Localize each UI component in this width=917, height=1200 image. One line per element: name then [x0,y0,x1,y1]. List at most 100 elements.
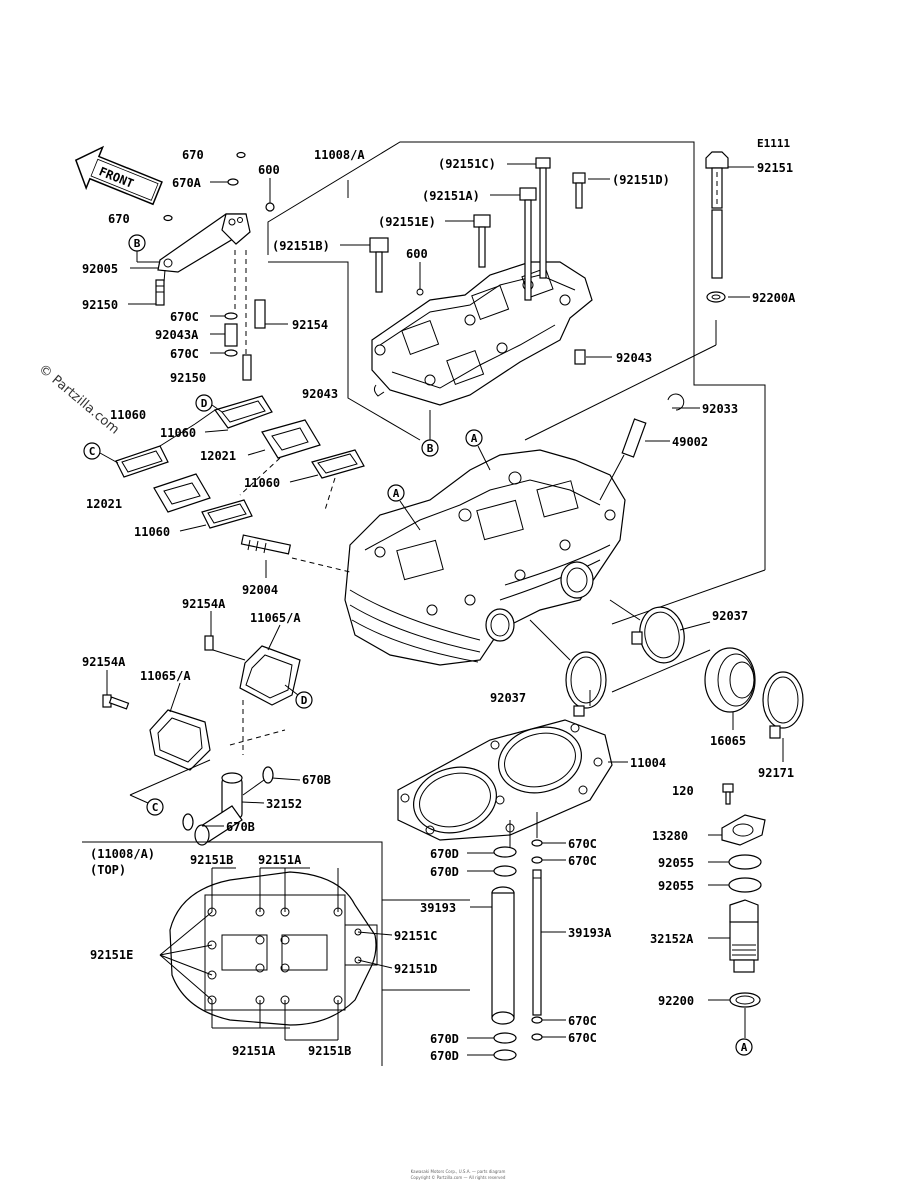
label-92200A: 92200A [752,291,796,305]
svg-text:C: C [152,801,159,814]
label-92150-a: 92150 [82,298,118,312]
svg-text:A: A [471,432,478,445]
label-92037-b: 92037 [490,691,526,705]
label-92055-b: 92055 [658,879,694,893]
head-gasket-11004 [397,719,613,841]
label-92151B-paren: (92151B) [272,239,330,253]
label-92151E-paren: (92151E) [378,215,436,229]
cylinder-head-cover [369,157,593,406]
svg-text:B: B [134,237,141,250]
label-670C-a: 670C [170,310,199,324]
label-670C-f: 670C [568,1031,597,1045]
footer-line-2: Copyright © Partzilla.com — All rights r… [411,1175,506,1180]
diagram-code: E1111 [757,137,790,150]
label-32152: 32152 [266,797,302,811]
inset-label-92151A-top: 92151A [258,853,302,867]
label-12021-b: 12021 [86,497,122,511]
label-49002: 49002 [672,435,708,449]
front-arrow-icon: FRONT [74,145,163,206]
cylinder-head [344,393,685,666]
inset-label-92151B-bottom: 92151B [308,1044,351,1058]
svg-text:C: C [89,445,96,458]
label-92043-a: 92043 [616,351,652,365]
label-39193: 39193 [420,901,456,915]
inset-label-92151C: 92151C [394,929,437,943]
label-11060-a: 11060 [110,408,146,422]
label-92151A-paren: (92151A) [422,189,480,203]
pin-92004 [240,534,351,573]
label-670-a: 670 [182,148,204,162]
label-16065: 16065 [710,734,746,748]
label-92037-a: 92037 [712,609,748,623]
callout-b-top: B [128,234,146,252]
svg-text:A: A [741,1041,748,1054]
label-600-a: 600 [258,163,280,177]
svg-text:D: D [201,397,208,410]
label-600-b: 600 [406,247,428,261]
svg-text:B: B [427,442,434,455]
inset-top-view: (11008/A) (TOP) [82,841,470,1066]
label-11060-b: 11060 [160,426,196,440]
inset-label-92151A-bottom: 92151A [232,1044,276,1058]
label-92033: 92033 [702,402,738,416]
label-92004: 92004 [242,583,278,597]
label-32152A: 32152A [650,932,694,946]
label-92055-a: 92055 [658,856,694,870]
callout-c-2: C [146,798,164,816]
label-670-b: 670 [108,212,130,226]
label-92005: 92005 [82,262,118,276]
callout-d-2: D [295,691,313,709]
label-39193A: 39193A [568,926,612,940]
callout-c-1: C [83,442,101,460]
inset-label-92151D: 92151D [394,962,437,976]
label-92200: 92200 [658,994,694,1008]
joint-32152 [182,766,274,846]
label-11004: 11004 [630,756,666,770]
inset-label-92151E: 92151E [90,948,133,962]
label-670C-e: 670C [568,1014,597,1028]
label-92154: 92154 [292,318,328,332]
callout-a-2: A [387,484,405,502]
label-11065A-a: 11065/A [250,611,301,625]
oil-tubes [491,812,543,1061]
watermark: © Partzilla.com [35,362,121,438]
label-11060-c: 11060 [244,476,280,490]
label-92043-b: 92043 [302,387,338,401]
svg-text:A: A [393,487,400,500]
label-92154A-a: 92154A [182,597,226,611]
footer-line-1: Kawasaki Motors Corp., U.S.A. — parts di… [411,1169,506,1174]
label-670C-b: 670C [170,347,199,361]
intake-clamps [529,599,804,739]
inset-subtitle: (TOP) [90,863,126,877]
label-670C-c: 670C [568,837,597,851]
label-11065A-b: 11065/A [140,669,191,683]
breather-assembly [155,151,275,381]
reed-valve-assembly [115,395,365,529]
label-92043A: 92043A [155,328,199,342]
label-92150-b: 92150 [170,371,206,385]
label-92171: 92171 [758,766,794,780]
callout-a-1: A [465,429,483,447]
label-670D-a: 670D [430,847,459,861]
callout-a-3: A [735,1038,753,1056]
bolt-92151 [705,151,729,303]
label-670C-d: 670C [568,854,597,868]
label-670D-b: 670D [430,865,459,879]
label-92151C-paren: (92151C) [438,157,496,171]
label-120: 120 [672,784,694,798]
label-92154A-b: 92154A [82,655,126,669]
label-11008A: 11008/A [314,148,365,162]
label-670D-d: 670D [430,1049,459,1063]
label-670B-a: 670B [302,773,331,787]
part-labels: 670 670A 600 670 92005 92150 670C 92043A… [82,148,796,1063]
bracket-11008A [267,141,766,570]
bracket-11008A-lower [268,261,421,441]
inset-label-92151B-top: 92151B [190,853,233,867]
label-92151: 92151 [757,161,793,175]
callout-b-mid: B [421,439,439,457]
label-92151D-paren: (92151D) [612,173,670,187]
callout-d-1: D [195,394,213,412]
reed-cover-assembly [102,635,301,796]
inset-title: (11008/A) [90,847,155,861]
